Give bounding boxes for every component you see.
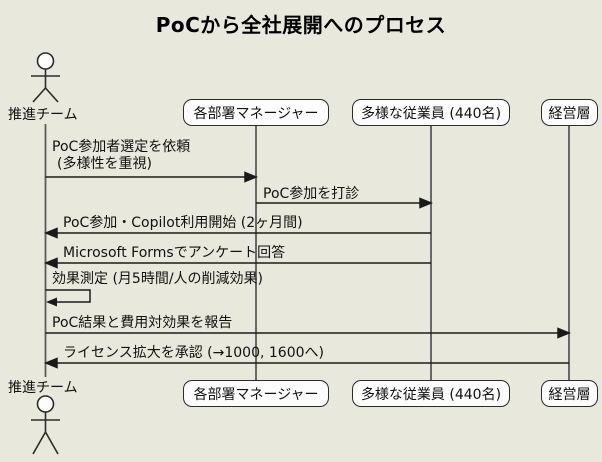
participant-top-employees: 多様な従業員 (440名) <box>352 99 510 126</box>
participant-bottom-employees: 多様な従業員 (440名) <box>352 380 510 407</box>
message-arrows <box>44 171 571 369</box>
actor-label-promotion-team-top: 推進チーム <box>8 107 78 123</box>
arrow-self-effect-measurement <box>45 289 91 307</box>
message-label-request-selection: PoC参加者選定を依頼 (多様性を重視) <box>52 139 190 173</box>
participant-bottom-management: 経営層 <box>541 380 598 407</box>
participant-bottom-managers: 各部署マネージャー <box>183 380 329 407</box>
diagram-title: PoCから全社展開へのプロセス <box>155 13 447 37</box>
arrow-request-selection <box>45 171 258 183</box>
arrow-report-results <box>45 327 571 339</box>
message-label-approve-license: ライセンス拡大を承認 (→1000, 1600へ) <box>63 345 324 361</box>
message-label-report-results: PoC結果と費用対効果を報告 <box>52 315 233 331</box>
participant-top-managers: 各部署マネージャー <box>183 99 329 126</box>
arrow-sound-out-participation <box>256 197 433 209</box>
actor-label-promotion-team-bottom: 推進チーム <box>8 380 78 396</box>
message-label-request-selection-line1: PoC参加者選定を依頼 <box>52 139 191 155</box>
message-label-start-copilot: PoC参加・Copilot利用開始 (2ヶ月間) <box>63 215 303 231</box>
actor-figure-top <box>31 52 60 103</box>
participant-top-management: 経営層 <box>541 99 598 126</box>
message-label-sound-out-participation: PoC参加を打診 <box>263 186 360 202</box>
message-label-request-selection-line2: (多様性を重視) <box>57 156 152 172</box>
arrow-start-copilot <box>44 227 431 239</box>
message-label-effect-measurement: 効果測定 (月5時間/人の削減効果) <box>52 271 263 287</box>
arrow-approve-license <box>44 357 569 369</box>
arrow-forms-survey <box>44 257 431 269</box>
message-label-forms-survey: Microsoft Formsでアンケート回答 <box>63 245 286 261</box>
actor-figure-bottom <box>31 395 60 455</box>
lifelines <box>44 124 570 380</box>
